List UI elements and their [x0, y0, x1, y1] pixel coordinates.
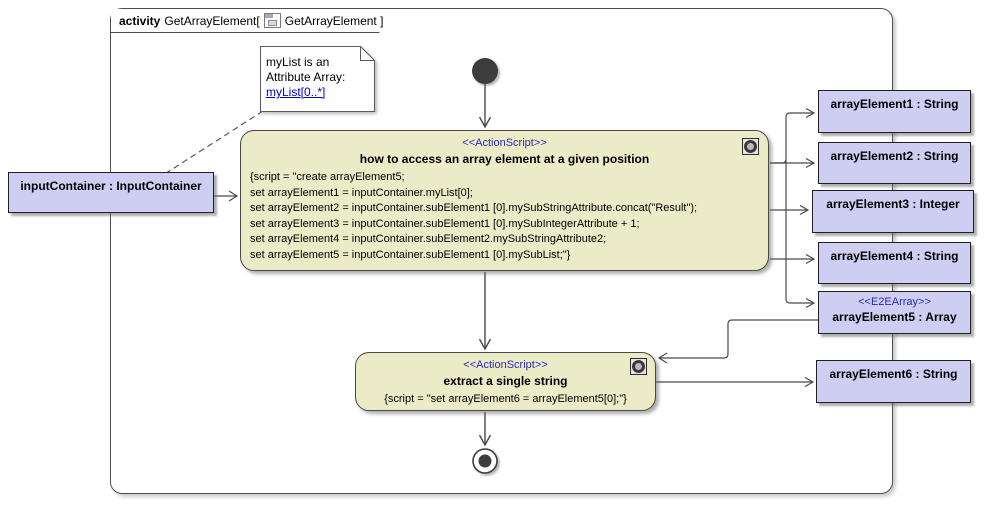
note-line2: Attribute Array: [266, 70, 346, 84]
edge-main-to-arrayElement5[interactable] [785, 160, 816, 309]
script-line: set arrayElement3 = inputContainer.subEl… [250, 217, 640, 230]
edge-extract-to-arrayElement6[interactable] [655, 376, 815, 388]
node-label: arrayElement2 : String [830, 149, 959, 163]
script-line: set arrayElement2 = inputContainer.subEl… [250, 202, 698, 214]
script-line: {script = "set arrayElement6 = arrayElem… [384, 393, 627, 405]
note-line1: myList is an [266, 55, 330, 69]
node-arrayElement1[interactable]: arrayElement1 : String [818, 90, 971, 133]
edge-main-to-arrayElement2[interactable] [770, 157, 816, 169]
node-arrayElement4[interactable]: arrayElement4 : String [818, 242, 971, 284]
node-arrayElement2[interactable]: arrayElement2 : String [818, 142, 971, 184]
frame-diagram-name: GetArrayElement ] [284, 13, 384, 28]
script-line: set arrayElement5 = inputContainer.subEl… [250, 248, 571, 261]
edge-initial-to-main[interactable] [478, 84, 492, 129]
script-line: {script = "create arrayElement5; [250, 171, 405, 183]
node-arrayElement6[interactable]: arrayElement6 : String [816, 360, 971, 403]
action-title: how to access an array element at a give… [359, 152, 650, 166]
frame-header: activity GetArrayElement[ GetArrayElemen… [111, 9, 393, 33]
edge-main-to-arrayElement4[interactable] [770, 253, 816, 265]
note-anchor-line[interactable] [159, 110, 264, 178]
edge-extract-to-final[interactable] [478, 412, 492, 447]
activity-diagram-icon [263, 13, 281, 28]
gear-icon [742, 138, 759, 155]
node-arrayElement5[interactable]: <<E2EArray>> arrayElement5 : Array [818, 291, 971, 334]
note-comment[interactable]: myList is an Attribute Array: myList[0..… [266, 55, 370, 100]
node-arrayElement3[interactable]: arrayElement3 : Integer [812, 190, 974, 233]
node-label: arrayElement4 : String [830, 249, 959, 263]
stereotype-label: <<ActionScript>> [463, 359, 548, 371]
edge-main-to-extract[interactable] [478, 272, 492, 351]
node-label: arrayElement6 : String [829, 367, 958, 381]
node-label: arrayElement5 : Array [832, 310, 957, 324]
edge-main-to-arrayElement3[interactable] [770, 204, 810, 216]
gear-icon [630, 358, 647, 375]
node-inputContainer[interactable]: inputContainer : InputContainer [8, 172, 214, 213]
action-extract-single-string[interactable]: <<ActionScript>> extract a single string… [355, 352, 656, 411]
note-fold-corner [360, 46, 375, 61]
stereotype-label: <<E2EArray>> [858, 296, 931, 308]
note-shape[interactable] [260, 46, 375, 112]
note-hyperlink[interactable]: myList[0..*] [266, 85, 326, 99]
node-label: arrayElement3 : Integer [826, 197, 960, 211]
initial-node[interactable] [472, 58, 498, 84]
action-title: extract a single string [443, 374, 568, 388]
edge-arrayElement5-to-extract[interactable] [657, 319, 818, 364]
node-label: arrayElement1 : String [830, 97, 959, 111]
stereotype-label: <<ActionScript>> [462, 137, 547, 149]
node-label: inputContainer : InputContainer [20, 179, 202, 193]
action-access-array-element[interactable]: <<ActionScript>> how to access an array … [240, 130, 769, 271]
script-line: set arrayElement1 = inputContainer.myLis… [250, 186, 473, 199]
edge-input-to-main[interactable] [213, 190, 239, 202]
edge-main-to-arrayElement1[interactable] [770, 107, 816, 164]
final-node[interactable] [472, 448, 498, 474]
frame-name: GetArrayElement[ [164, 13, 260, 28]
script-line: set arrayElement4 = inputContainer.subEl… [250, 233, 607, 245]
frame-keyword: activity [119, 13, 161, 28]
